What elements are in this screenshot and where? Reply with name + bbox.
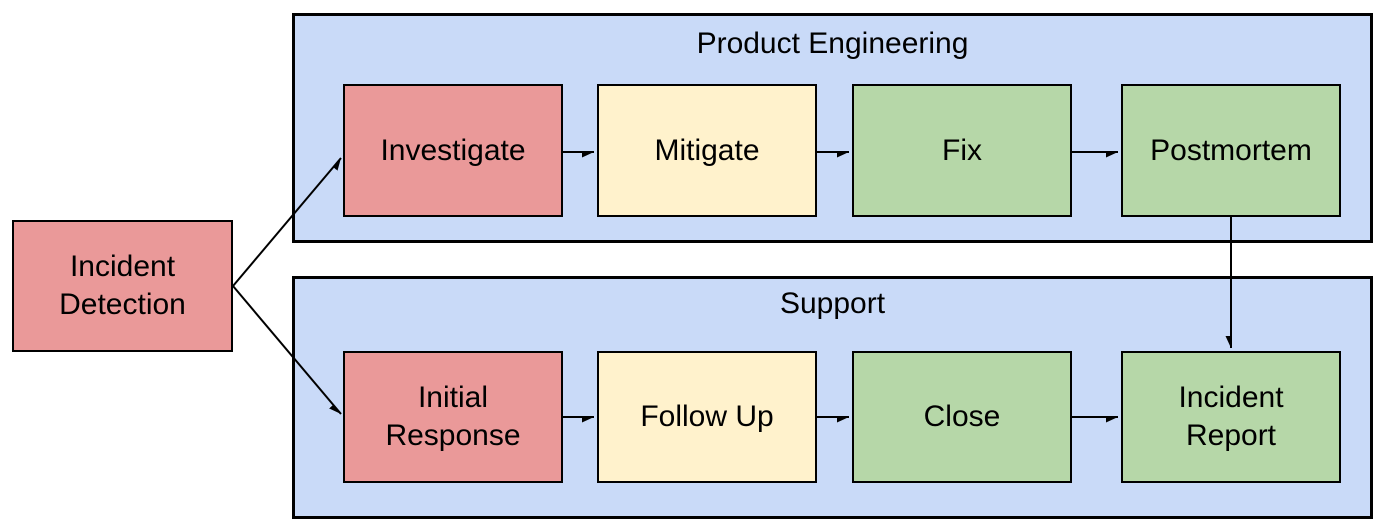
node-follow-up-label: Follow Up (640, 400, 774, 433)
node-incident-detection: Incident Detection (12, 220, 233, 352)
node-incident-detection-label: Incident Detection (59, 250, 186, 321)
node-initial-response-label: Initial Response (385, 381, 521, 452)
node-investigate-label: Investigate (380, 133, 526, 167)
node-fix-label: Fix (942, 133, 982, 167)
node-mitigate-label: Mitigate (654, 133, 760, 167)
node-follow-up: Follow Up (597, 351, 817, 483)
node-investigate: Investigate (343, 84, 563, 217)
node-incident-report-label: Incident Report (1178, 381, 1284, 452)
lane-title-support: Support (779, 287, 886, 320)
node-close: Close (852, 351, 1072, 483)
node-postmortem: Postmortem (1121, 84, 1341, 217)
node-postmortem-label: Postmortem (1150, 133, 1312, 167)
node-incident-report: Incident Report (1121, 351, 1341, 483)
node-initial-response: Initial Response (343, 351, 563, 483)
lane-title-product-engineering: Product Engineering (696, 27, 969, 60)
node-close-label: Close (923, 400, 1001, 433)
node-fix: Fix (852, 84, 1072, 217)
node-mitigate: Mitigate (597, 84, 817, 217)
